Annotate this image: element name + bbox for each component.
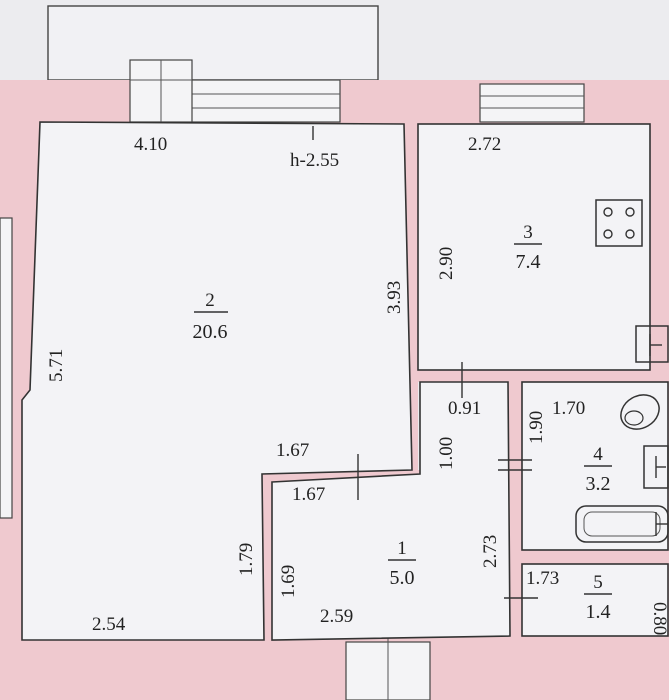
dim-4-10: 4.10	[134, 134, 167, 155]
dim-1-73: 1.73	[526, 568, 559, 589]
dim-2-54: 2.54	[92, 614, 126, 635]
sink-icon	[635, 325, 669, 363]
dim-1-67-bottom: 1.67	[292, 484, 325, 505]
dim-5-71: 5.71	[46, 349, 67, 382]
toilet-icon	[620, 394, 660, 430]
dim-2-72: 2.72	[468, 134, 501, 155]
svg-text:5: 5	[593, 572, 603, 593]
svg-text:1.4: 1.4	[586, 601, 611, 623]
svg-text:7.4: 7.4	[516, 251, 541, 273]
height-label: h-2.55	[290, 150, 339, 171]
dim-2-73: 2.73	[480, 535, 501, 568]
room-2-floor	[21, 121, 413, 641]
svg-text:3: 3	[523, 222, 533, 243]
dim-3-93: 3.93	[384, 281, 405, 314]
window-left	[0, 217, 13, 519]
washbasin-icon	[643, 445, 669, 489]
dim-1-70: 1.70	[552, 398, 585, 419]
svg-text:4: 4	[593, 444, 603, 465]
svg-text:2: 2	[205, 290, 215, 311]
dim-1-79: 1.79	[236, 543, 257, 576]
room-3-floor	[417, 123, 651, 371]
dim-0-80: 0.80	[649, 602, 669, 635]
room-5-label: 5 1.4	[584, 572, 612, 623]
door-marks	[312, 126, 538, 599]
svg-text:5.0: 5.0	[390, 567, 415, 589]
dim-0-91: 0.91	[448, 398, 481, 419]
stove-icon	[595, 199, 643, 247]
room-3-label: 3 7.4	[514, 222, 542, 273]
room-2-label: 2 20.6	[193, 290, 228, 343]
svg-text:3.2: 3.2	[586, 473, 611, 495]
room-5-floor	[521, 563, 669, 637]
balcony	[47, 5, 379, 81]
bathtub-icon	[575, 505, 669, 543]
dim-2-59: 2.59	[320, 606, 353, 627]
svg-text:20.6: 20.6	[193, 321, 228, 343]
dim-2-90: 2.90	[436, 247, 457, 280]
dim-1-67-top: 1.67	[276, 440, 309, 461]
svg-text:1: 1	[397, 538, 407, 559]
dim-1-69: 1.69	[278, 565, 299, 598]
window-room-3	[479, 83, 585, 123]
window-room-2	[129, 59, 341, 123]
room-4-label: 4 3.2	[584, 444, 612, 495]
dim-1-00: 1.00	[436, 437, 457, 470]
room-1-floor	[271, 381, 511, 641]
room-1-label: 1 5.0	[388, 538, 416, 589]
dim-1-90: 1.90	[526, 411, 547, 444]
entrance-door	[345, 610, 431, 700]
